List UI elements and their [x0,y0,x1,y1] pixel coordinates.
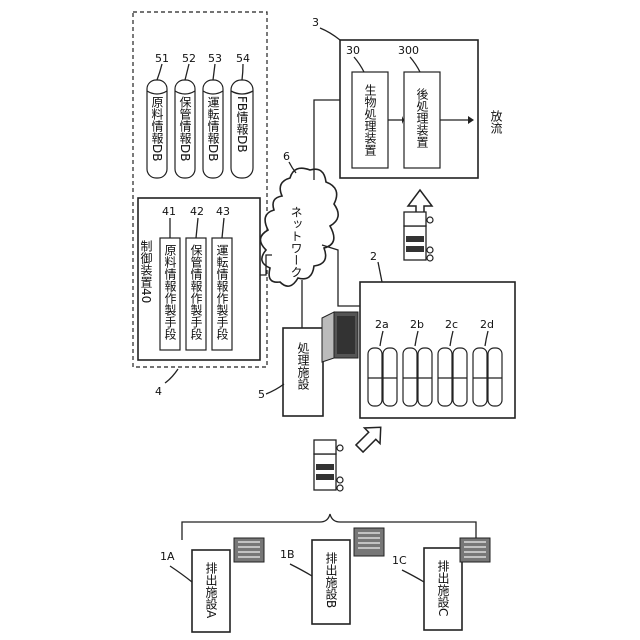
database-number: 52 [182,52,196,65]
network-cloud-group: ネットワーク 6 [260,150,338,286]
tank-cylinder [418,348,432,406]
truck-wheel [427,255,433,261]
emitter-label: 排出施設A [204,562,218,619]
tank-cylinder [438,348,452,406]
emitter-leader [402,570,424,582]
tank-label: 2c [445,318,458,331]
database-label: 運転情報DB [206,96,220,162]
handler-number: 41 [162,205,176,218]
tank-cylinder [453,348,467,406]
truck-wheel [337,485,343,491]
plant-leader [320,28,340,40]
emitter-facility-a: 排出施設A 1A [160,538,264,632]
bio-treatment-label: 生物処理装置 [363,84,377,156]
building-icon [460,538,490,562]
database-label: 保管情報DB [178,96,192,162]
laptop-display [337,316,355,354]
storage-leader [378,262,382,282]
tank-label: 2d [480,318,494,331]
database-leader [185,64,189,80]
database-51: 原料情報DB 51 [147,52,169,178]
truck-cab [404,212,426,226]
building-icon [234,538,264,562]
discharge-label: 放流 [489,109,503,134]
tank-cylinder [488,348,502,406]
truck-tank [404,226,426,260]
emitter-number: 1B [280,548,295,561]
tank-label: 2a [375,318,389,331]
control-device-label: 制御装置40 [139,240,153,304]
truck-icon [404,212,433,261]
database-leader [213,64,215,80]
truck-wheel [427,217,433,223]
laptop-icon [322,312,358,362]
plant-number: 3 [312,16,319,29]
truck-stripe [406,246,424,252]
network-label: ネットワーク [289,206,303,278]
network-to-storage-line [322,245,360,306]
hollow-arrow-shape [352,419,389,456]
database-number: 53 [208,52,222,65]
truck-stripe [406,236,424,242]
database-label: 原料情報DB [150,96,164,161]
database-leader [242,64,243,80]
emitter-leader [290,564,312,576]
emitter-number: 1C [392,554,407,567]
network-to-plant-line [314,100,340,180]
database-label: FB情報DB [235,96,249,153]
processing-facility-label: 処理施設 [296,342,310,390]
truck-wheel [427,247,433,253]
emitter-number: 1A [160,550,175,563]
tank-cylinder [473,348,487,406]
tank-cylinder [403,348,417,406]
handler-number: 43 [216,205,230,218]
handler-label: 運転情報作製手段 [215,244,229,341]
storage-facility: 2 2a 2b 2c 2d [360,250,515,418]
database-number: 54 [236,52,250,65]
database-leader [157,64,162,80]
transport-diagonal-arrow [352,419,389,456]
tank-label: 2b [410,318,424,331]
bio-treatment-number: 30 [346,44,360,57]
handler-label: 保管情報作製手段 [189,244,203,341]
truck-cab [314,440,336,454]
building-icon [354,528,384,556]
emitter-label: 排出施設B [324,552,338,609]
truck-stripe [316,464,334,470]
post-treatment-label: 後処理装置 [415,88,429,148]
database-53: 運転情報DB 53 [203,52,223,178]
truck-stripe [316,474,334,480]
building-body [354,528,384,556]
post-treatment-number: 300 [398,44,419,57]
truck-icon [314,440,343,491]
tank-cylinder [383,348,397,406]
database-52: 保管情報DB 52 [175,52,196,178]
treatment-plant: 3 生物処理装置 30 後処理装置 300 放流 [312,16,503,178]
processing-facility: 処理施設 5 [258,328,323,416]
storage-number: 2 [370,250,377,263]
processing-facility-leader [266,384,284,394]
emitters-bracket [182,514,476,540]
database-54: FB情報DB 54 [231,52,253,178]
truck-wheel [337,445,343,451]
processing-facility-number: 5 [258,388,265,401]
emitter-facility-c: 排出施設C 1C [392,538,490,630]
handler-number: 42 [190,205,204,218]
emitter-facility-b: 排出施設B 1B [280,528,384,624]
truck-wheel [337,477,343,483]
laptop-keyboard [322,312,334,362]
database-number: 51 [155,52,169,65]
control-unit-group: 4 原料情報DB 51 保管情報DB 52 運転情報DB 53 FB情 [133,12,267,398]
control-unit-ref: 4 [155,385,162,398]
emitter-label: 排出施設C [436,560,450,617]
truck-tank [314,454,336,490]
tank-cylinder [368,348,382,406]
control-unit-leader [165,369,178,383]
handler-label: 原料情報作製手段 [163,244,177,341]
network-number: 6 [283,150,290,163]
emitter-leader [170,566,192,582]
